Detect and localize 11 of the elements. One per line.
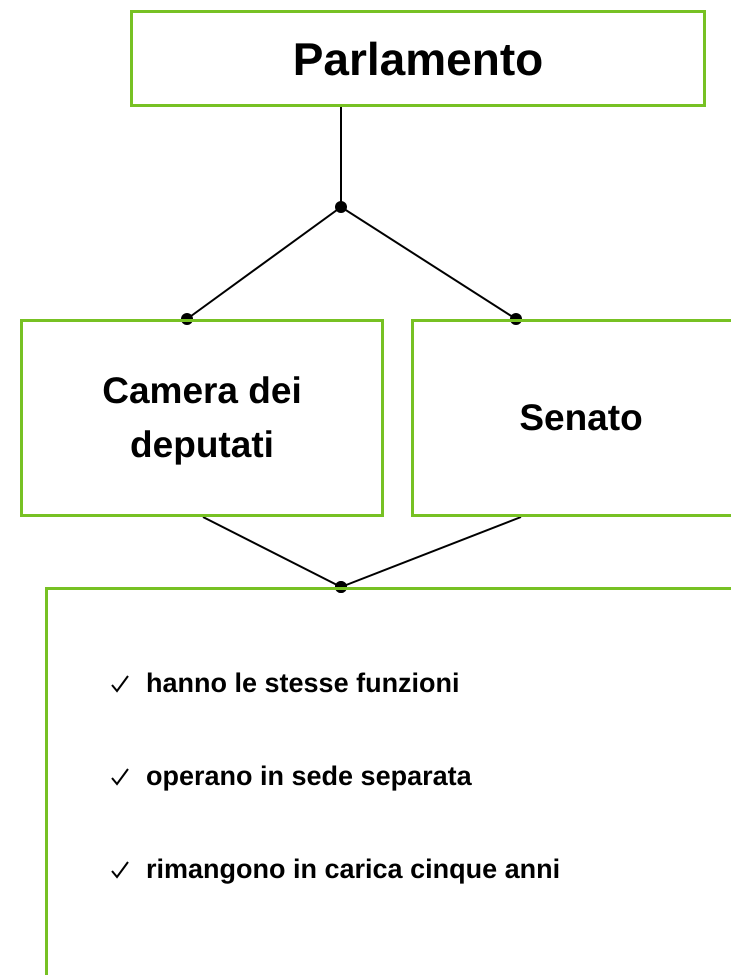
chamber-box bbox=[411, 319, 731, 517]
box-label: Camera dei deputati bbox=[101, 369, 303, 467]
connector-line bbox=[335, 516, 522, 593]
chamber-box bbox=[20, 319, 384, 517]
list-item-text: hanno le stesse funzioni bbox=[146, 668, 460, 699]
list-item-text: operano in sede separata bbox=[146, 761, 472, 792]
list-item-text: rimangono in carica cinque anni bbox=[146, 854, 560, 885]
title-box bbox=[130, 10, 706, 107]
title-text: Parlamento bbox=[292, 32, 544, 86]
box-label: Senato bbox=[518, 396, 644, 440]
summary-box bbox=[45, 587, 731, 975]
